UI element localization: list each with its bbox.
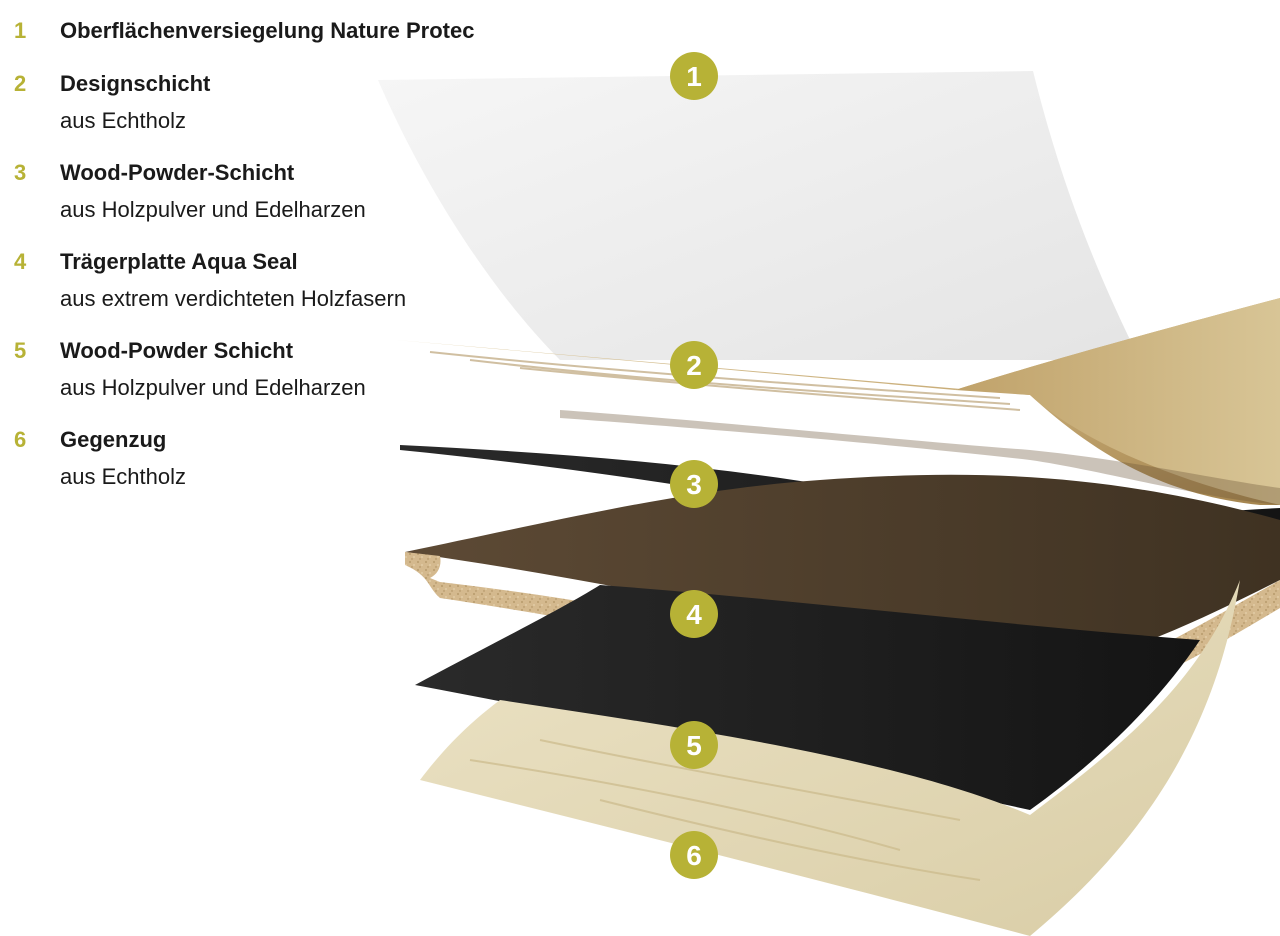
badge-number: 1: [686, 61, 702, 92]
legend-number: 2: [14, 71, 27, 96]
legend-title: Wood-Powder Schicht: [60, 338, 294, 363]
badge-number: 4: [686, 599, 702, 630]
badge-circle: [670, 831, 718, 879]
badge-number: 2: [686, 350, 702, 381]
legend-number: 1: [14, 18, 27, 43]
badge-1: 1: [670, 52, 718, 100]
legend-subtitle: aus Echtholz: [60, 108, 186, 133]
legend-title: Gegenzug: [60, 427, 167, 452]
badge-circle: [670, 52, 718, 100]
badge-4: 4: [670, 590, 718, 638]
badge-circle: [670, 341, 718, 389]
layer-2-veneer-top: [955, 298, 1280, 505]
badge-number: 3: [686, 469, 702, 500]
badge-6: 6: [670, 831, 718, 879]
legend-title: Trägerplatte Aqua Seal: [60, 249, 298, 274]
badge-2: 2: [670, 341, 718, 389]
legend-subtitle: aus extrem verdichteten Holzfasern: [60, 286, 407, 311]
layer-6-backer-grain: [469, 739, 981, 881]
layer-6-backer: [420, 580, 1240, 936]
legend-subtitle: aus Echtholz: [60, 464, 186, 489]
legend-title: Wood-Powder-Schicht: [60, 160, 295, 185]
badge-circle: [670, 590, 718, 638]
layer-5-wood-powder: [415, 585, 1200, 810]
badge-number: 5: [686, 730, 702, 761]
badge-circle: [670, 721, 718, 769]
legend-number: 5: [14, 338, 27, 363]
badge-5: 5: [670, 721, 718, 769]
legend-subtitle: aus Holzpulver und Edelharzen: [60, 197, 366, 222]
legend-number: 4: [14, 249, 27, 274]
legend-number: 3: [14, 160, 27, 185]
layer-1-sealing: [378, 71, 1140, 360]
badge-number: 6: [686, 840, 702, 871]
badge-3: 3: [670, 460, 718, 508]
legend-title: Oberflächenversiegelung Nature Protec: [60, 18, 475, 43]
legend-title: Designschicht: [60, 71, 211, 96]
layer-2-veneer-grain: [429, 351, 1021, 411]
badge-circle: [670, 460, 718, 508]
legend-subtitle: aus Holzpulver und Edelharzen: [60, 375, 366, 400]
layer-2-veneer-shadow: [560, 410, 1280, 505]
legend-number: 6: [14, 427, 27, 452]
